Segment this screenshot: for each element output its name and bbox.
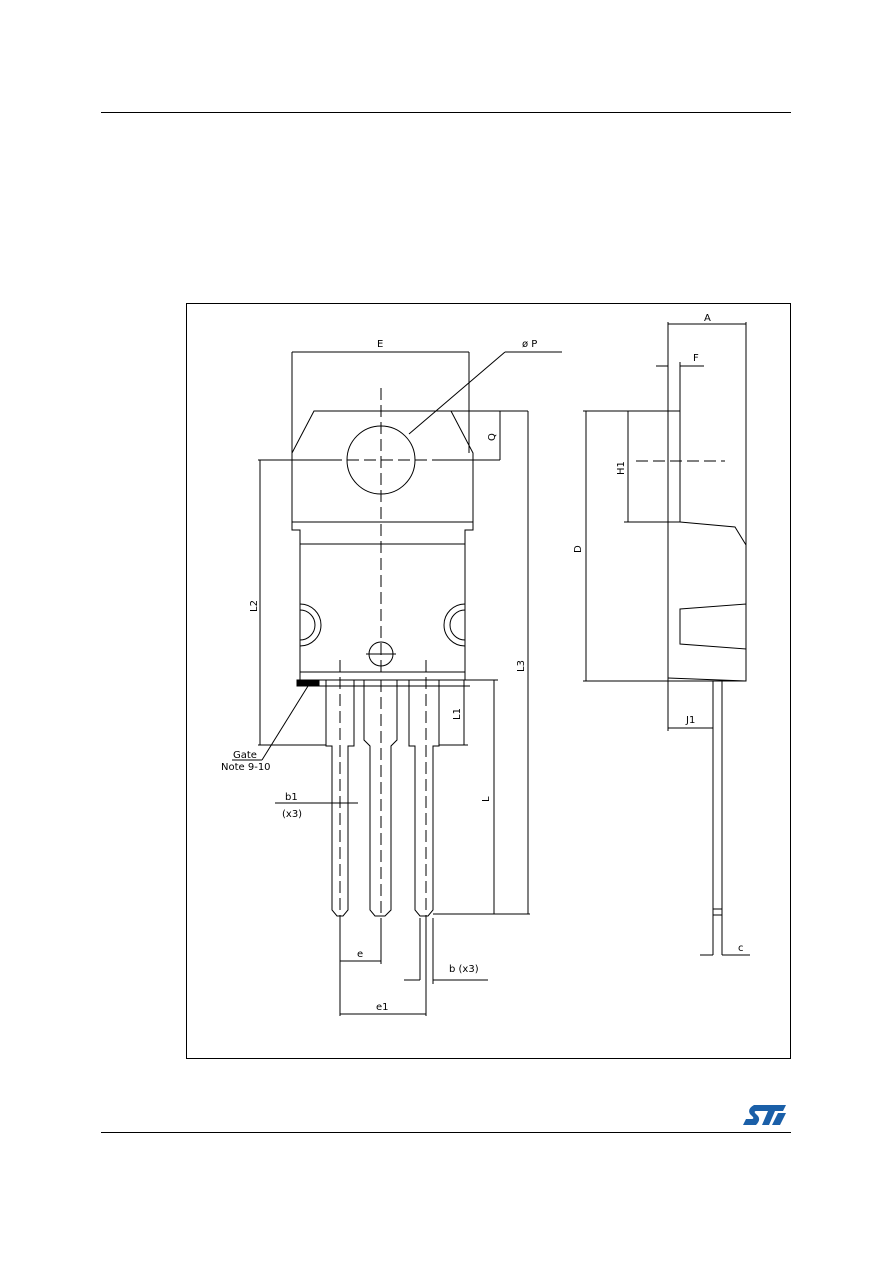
- label-h1: H1: [616, 461, 627, 475]
- side-view: [583, 322, 750, 956]
- header-rule: [101, 112, 791, 113]
- gate-mark: [296, 679, 320, 687]
- label-l2: L2: [249, 600, 260, 612]
- label-gate: Gate: [233, 750, 257, 761]
- label-d: D: [573, 545, 584, 553]
- label-e-pitch: e: [357, 949, 363, 960]
- label-l1: L1: [452, 708, 463, 720]
- label-b-x3: b (x3): [449, 964, 479, 975]
- lead-center: [363, 680, 398, 918]
- body-outline: [291, 521, 474, 681]
- label-l3: L3: [516, 660, 527, 672]
- label-l: L: [481, 796, 492, 802]
- drawing-frame: [186, 303, 791, 1059]
- label-x3: (x3): [282, 809, 302, 820]
- footer-rule: [101, 1132, 791, 1133]
- side-lead: [712, 681, 723, 955]
- label-j1: J1: [685, 715, 695, 726]
- side-tab: [668, 410, 681, 523]
- right-notch: [443, 603, 466, 647]
- label-e1: e1: [376, 1002, 389, 1013]
- tab-outline: [291, 410, 474, 523]
- label-note: Note 9-10: [221, 762, 271, 773]
- label-f: F: [693, 353, 699, 364]
- dimension-labels: E ø P Q L2 L3 L1 L Gate Note 9-10 b1 (x3…: [221, 313, 744, 1013]
- label-b1: b1: [285, 792, 298, 803]
- lead-left: [325, 660, 355, 918]
- front-view: [232, 351, 562, 1016]
- label-e-width: E: [377, 339, 383, 350]
- left-notch: [299, 603, 322, 647]
- label-phi-p: ø P: [522, 339, 537, 350]
- label-q: Q: [487, 433, 498, 441]
- st-logo-icon: [743, 1105, 786, 1125]
- label-a: A: [704, 313, 711, 324]
- lead-right: [408, 660, 440, 918]
- label-c: c: [738, 943, 744, 954]
